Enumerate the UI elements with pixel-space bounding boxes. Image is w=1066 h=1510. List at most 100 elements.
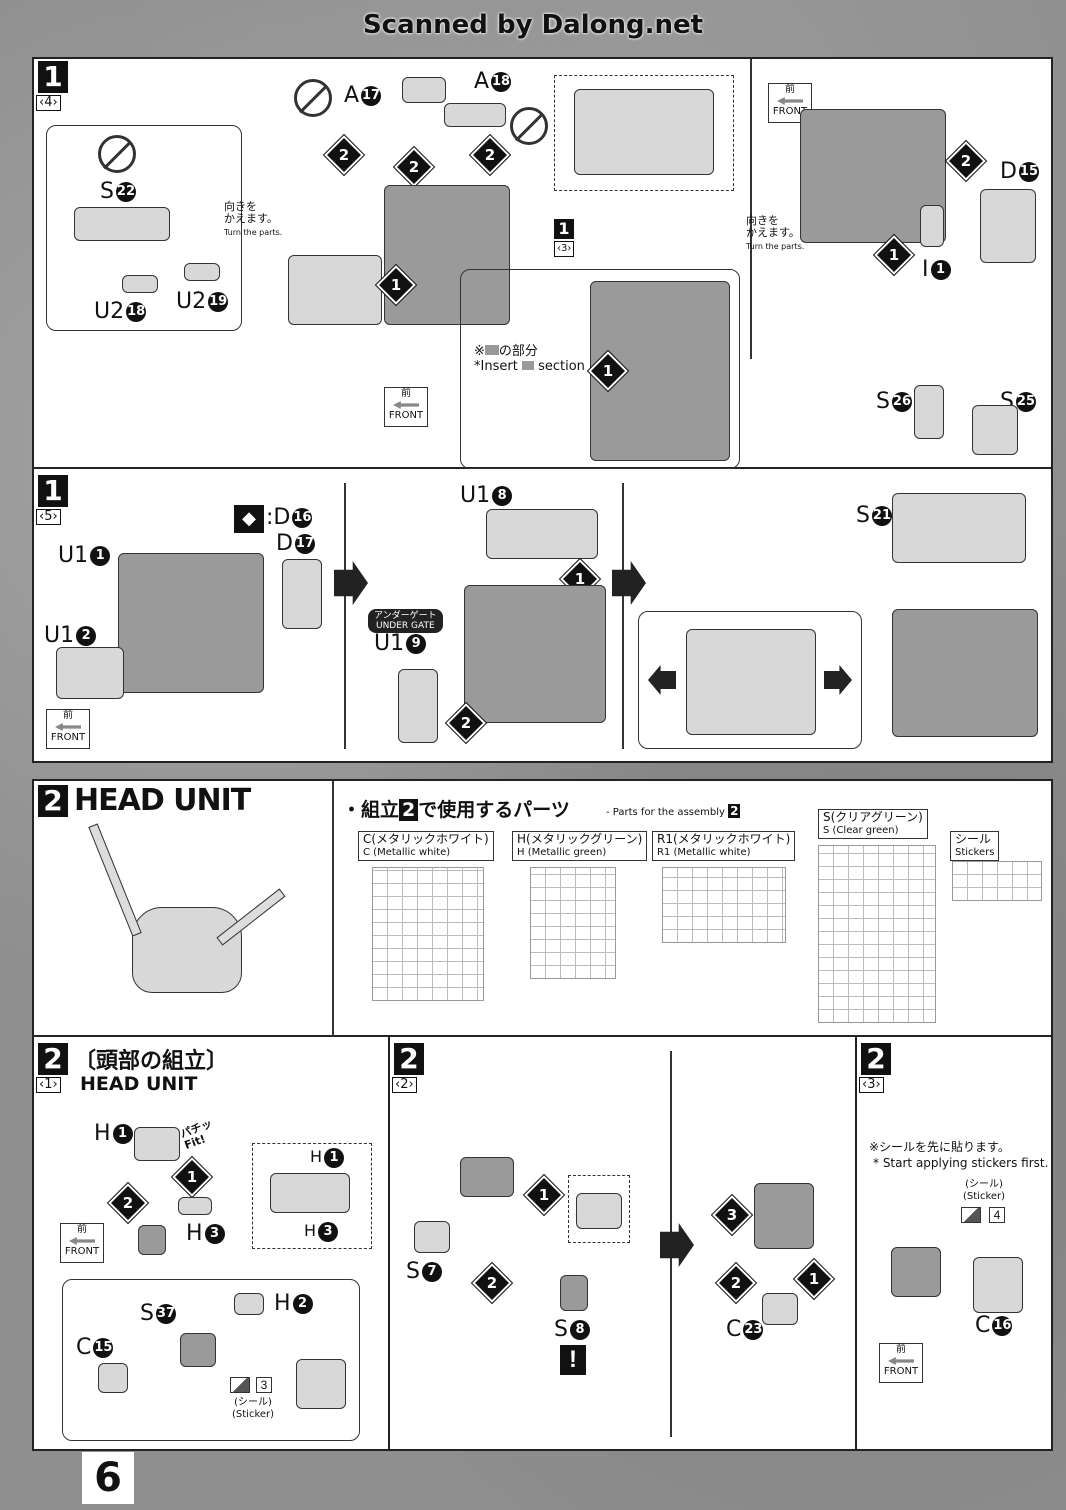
insert-note-jp: ※の部分 [474, 344, 538, 359]
sticker-icon [230, 1377, 250, 1393]
part-s7-shape [414, 1221, 450, 1253]
step-marker-2: 2 [472, 1263, 512, 1303]
runner-sheet-r1 [662, 867, 786, 943]
sticker-note-en: * Start applying stickers first. [873, 1156, 1049, 1170]
caution-icon: ! [560, 1345, 586, 1375]
turn-note-en-2: Turn the parts. [746, 242, 805, 251]
head-unit-illustration [132, 907, 242, 993]
step2-3-panel: 2 ‹3› ※シールを先に貼ります。 * Start applying stic… [857, 1037, 1053, 1451]
part-c23-shape [762, 1293, 798, 1325]
part-a17-shape [402, 77, 446, 103]
part-h2-detail-shape [296, 1359, 346, 1409]
inset-box-left [46, 125, 242, 331]
substep-label: ‹5› [36, 509, 61, 525]
no-cut-icon-a18 [510, 107, 548, 145]
part-h1-shape [134, 1127, 180, 1161]
ref-substep: ‹3› [554, 241, 575, 257]
step-marker-2: 2 [716, 1263, 756, 1303]
part-detail-shape [576, 1193, 622, 1229]
detail-inset-top [554, 75, 734, 191]
part-d17-shape [282, 559, 322, 629]
part-d15-shape [980, 189, 1036, 263]
sticker-label: (シール)(Sticker) [232, 1397, 275, 1420]
part-h3-shape [178, 1197, 212, 1215]
head-assembly-shape [891, 1247, 941, 1297]
next-arrow [334, 561, 368, 605]
step-marker-1: 1 [172, 1157, 212, 1197]
substep-label: ‹2› [392, 1077, 417, 1093]
runner-label-c: C(メタリックホワイト)C (Metallic white) [358, 831, 494, 861]
runner-sheet-s [818, 845, 936, 1023]
section-title-jp: 〔頭部の組立〕 [74, 1049, 229, 1074]
part-u1-8-shape [486, 509, 598, 559]
page-number: 6 [82, 1452, 134, 1504]
detail-inset-bottom [460, 269, 740, 469]
part-i1-shape [920, 205, 944, 247]
detail-inset [568, 1175, 630, 1243]
sticker-label: (シール)(Sticker) [963, 1179, 1006, 1202]
turn-note-jp: 向きをかえます。 [224, 200, 278, 225]
torso-assembly-shape-2 [464, 585, 606, 723]
step-badge: 2 [394, 1043, 424, 1075]
next-arrow [612, 561, 646, 605]
part-s37-assembly-shape [180, 1333, 216, 1367]
head-core-shape [138, 1225, 166, 1255]
step-marker-2: 2 [394, 147, 434, 187]
section-title-en: HEAD UNIT [80, 1073, 198, 1095]
head-assembly-shape-2 [754, 1183, 814, 1249]
part-s25-shape [972, 405, 1018, 455]
sticker-note-jp: ※シールを先に貼ります。 [869, 1140, 1010, 1154]
step-badge: 1 [38, 61, 68, 93]
part-u1-2-shape [56, 647, 124, 699]
runner-sheet-h [530, 867, 616, 979]
divider-line [332, 781, 334, 1037]
step-marker-2: 2 [470, 135, 510, 175]
step-marker-2: 2 [108, 1183, 148, 1223]
part-c16-shape [973, 1257, 1023, 1313]
step-marker-2: 2 [946, 141, 986, 181]
step-badge: 2 [38, 785, 68, 817]
torso-top-shape [686, 629, 816, 735]
step-badge: 1 [38, 475, 68, 507]
part-side-armor-shape [288, 255, 382, 325]
head-antenna-left [88, 823, 142, 937]
sticker-num-box: 4 [989, 1207, 1005, 1223]
step-badge: 2 [861, 1043, 891, 1075]
step-badge: 2 [38, 1043, 68, 1075]
turn-note-jp-2: 向きをかえます。 [746, 214, 800, 239]
parts-heading-en: - Parts for the assembly 2 [606, 804, 741, 818]
torso-assembly-shape [118, 553, 264, 693]
insert-note-en: *Insert section [474, 359, 585, 374]
runner-label-h: H(メタリックグリーン)H (Metallic green) [512, 831, 648, 861]
substep-label: ‹3› [859, 1077, 884, 1093]
torso-final-shape [892, 609, 1038, 737]
next-arrow [660, 1223, 694, 1267]
head-assembly-shape [460, 1157, 514, 1197]
